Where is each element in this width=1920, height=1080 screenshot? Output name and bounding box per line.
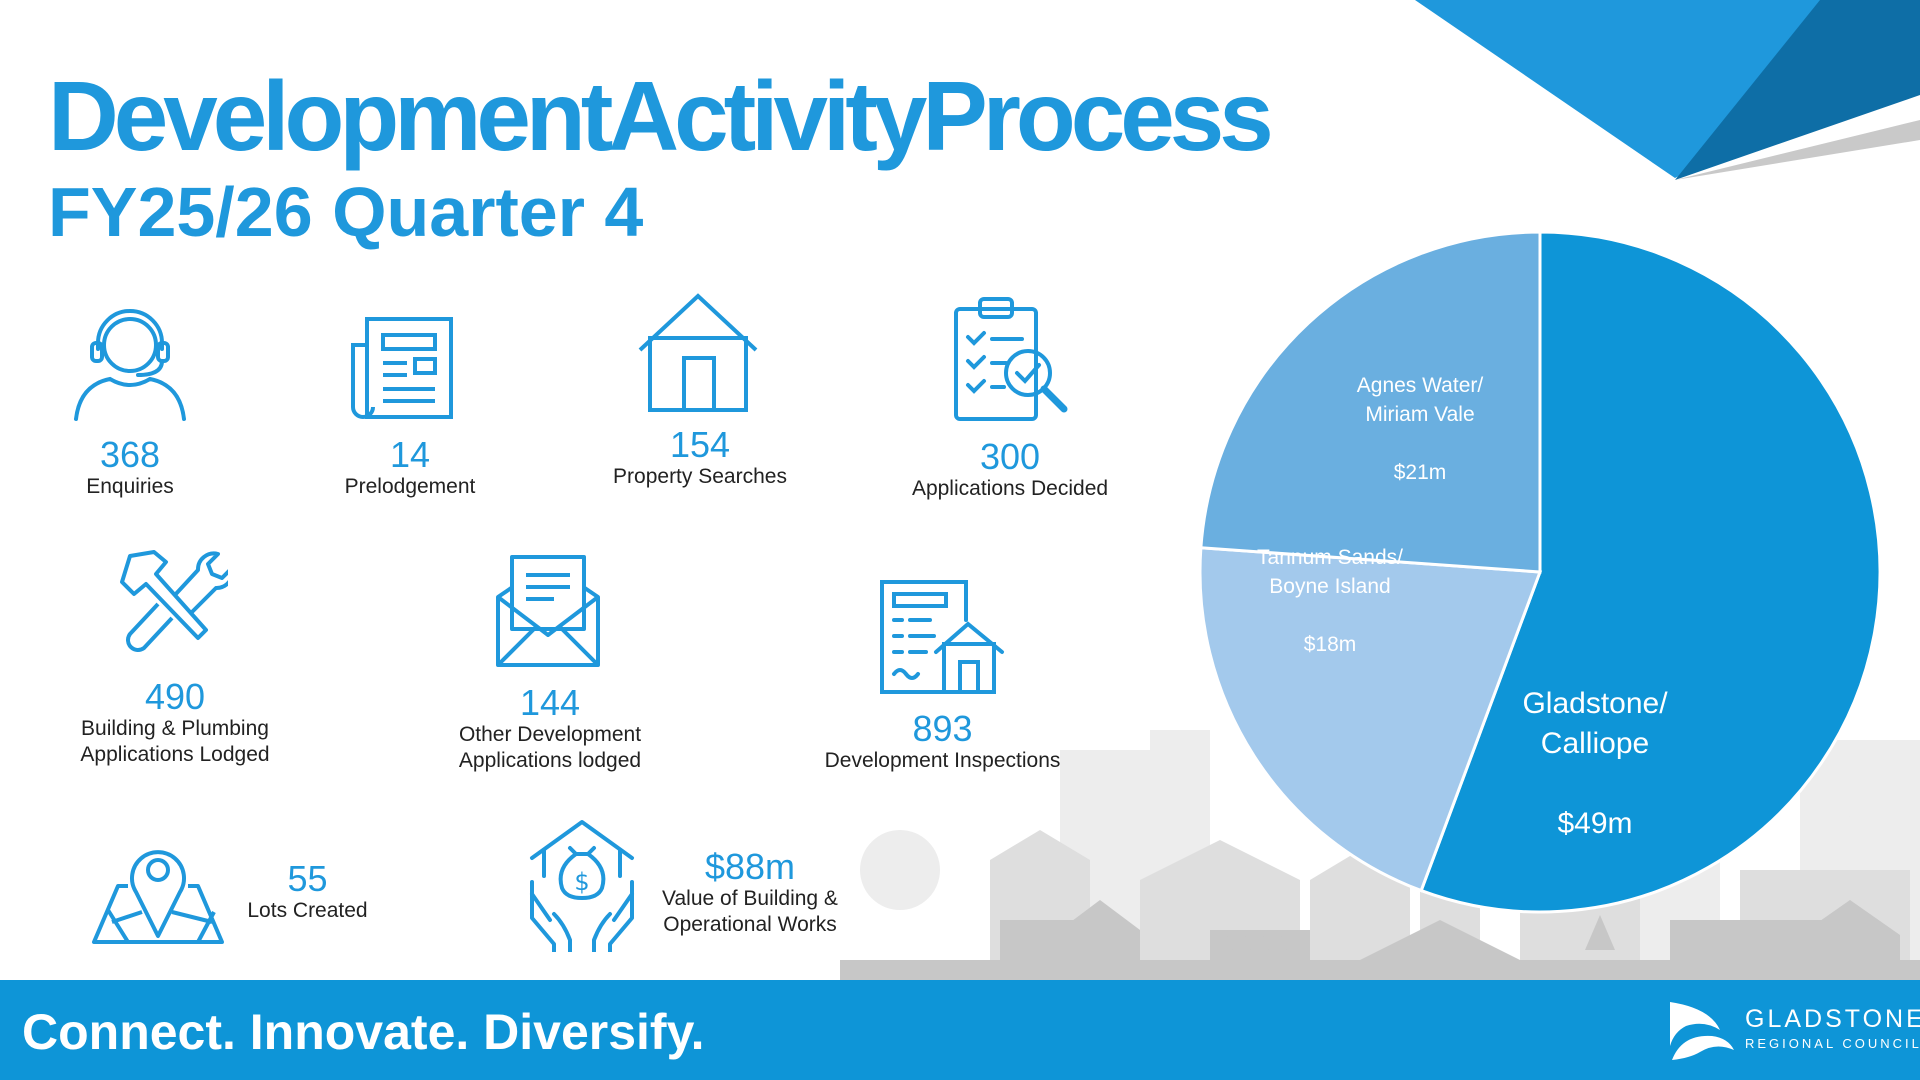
- pie-slice-value: $18m: [1303, 633, 1357, 656]
- pie-slice-name: Tannum Sands/ Boyne Island: [1257, 546, 1403, 598]
- stat-value: 55: [287, 858, 328, 899]
- footer-tagline: Connect. Innovate. Diversify.: [22, 1004, 705, 1060]
- stat-value: 144: [519, 682, 581, 723]
- stat-label: Applications Decided: [911, 477, 1109, 500]
- envelope-document-icon: [494, 553, 604, 669]
- council-logo-icon: [1670, 1002, 1734, 1060]
- stat-enquiries: 368 Enquiries: [40, 436, 220, 500]
- pie-chart: [1198, 230, 1882, 914]
- stat-value-of-works: $88m Value of Building & Operational Wor…: [635, 848, 865, 938]
- map-pin-icon: [88, 826, 228, 946]
- pie-label-agnes: Agnes Water/ Miriam Vale $21m: [1300, 342, 1540, 487]
- newspaper-icon: [345, 315, 455, 425]
- stat-prelodgement: 14 Prelodgement: [310, 436, 510, 500]
- stat-other-development: 144 Other Development Applications lodge…: [420, 684, 680, 774]
- footer-bar: [0, 980, 1920, 1080]
- house-icon: [636, 292, 760, 412]
- svg-text:$: $: [574, 868, 589, 896]
- corner-decoration: [1415, 0, 1920, 180]
- stat-label: Building & Plumbing Applications Lodged: [80, 717, 270, 766]
- headset-person-icon: [72, 305, 188, 421]
- stat-label: Lots Created: [247, 899, 368, 922]
- stat-label: Enquiries: [86, 475, 174, 498]
- pie-slice-name: Agnes Water/ Miriam Vale: [1356, 374, 1484, 426]
- pie-slice-name: Gladstone/ Calliope: [1522, 687, 1668, 760]
- pie-slice-0: [1419, 230, 1882, 914]
- stat-value: 490: [144, 676, 206, 717]
- stat-label: Property Searches: [613, 465, 787, 488]
- tools-icon: [112, 548, 228, 658]
- stat-label: Value of Building & Operational Works: [662, 887, 838, 936]
- stat-development-inspections: 893 Development Inspections: [800, 710, 1085, 774]
- stat-building-plumbing: 490 Building & Plumbing Applications Lod…: [40, 678, 310, 768]
- pie-label-gladstone: Gladstone/ Calliope $49m: [1465, 644, 1725, 844]
- pie-slice-1: [1198, 546, 1543, 893]
- logo-subtitle: REGIONAL COUNCIL: [1745, 1036, 1920, 1051]
- stat-value: $88m: [704, 846, 796, 887]
- stat-label: Prelodgement: [344, 475, 476, 498]
- stat-label: Development Inspections: [824, 749, 1061, 772]
- stat-value: 154: [669, 424, 731, 465]
- document-house-icon: [878, 578, 1008, 696]
- stat-label: Other Development Applications lodged: [458, 723, 642, 772]
- stat-value: 300: [979, 436, 1041, 477]
- money-hands-icon: $: [528, 818, 636, 952]
- pie-slice-2: [1199, 230, 1542, 574]
- pie-slice-value: $49m: [1557, 807, 1633, 840]
- stat-value: 893: [912, 708, 973, 749]
- pie-label-tannum: Tannum Sands/ Boyne Island $18m: [1215, 514, 1445, 659]
- stat-lots-created: 55 Lots Created: [225, 860, 390, 924]
- stat-applications-decided: 300 Applications Decided: [880, 438, 1140, 502]
- stat-property-searches: 154 Property Searches: [580, 426, 820, 490]
- stat-value: 368: [99, 434, 161, 475]
- clipboard-check-icon: [950, 295, 1070, 425]
- page-title: DevelopmentActivityProcess: [48, 61, 1274, 171]
- logo-name: GLADSTONE: [1745, 1005, 1920, 1033]
- page-subtitle: FY25/26 Quarter 4: [48, 173, 644, 251]
- pie-slice-value: $21m: [1393, 461, 1447, 484]
- stat-value: 14: [389, 434, 431, 475]
